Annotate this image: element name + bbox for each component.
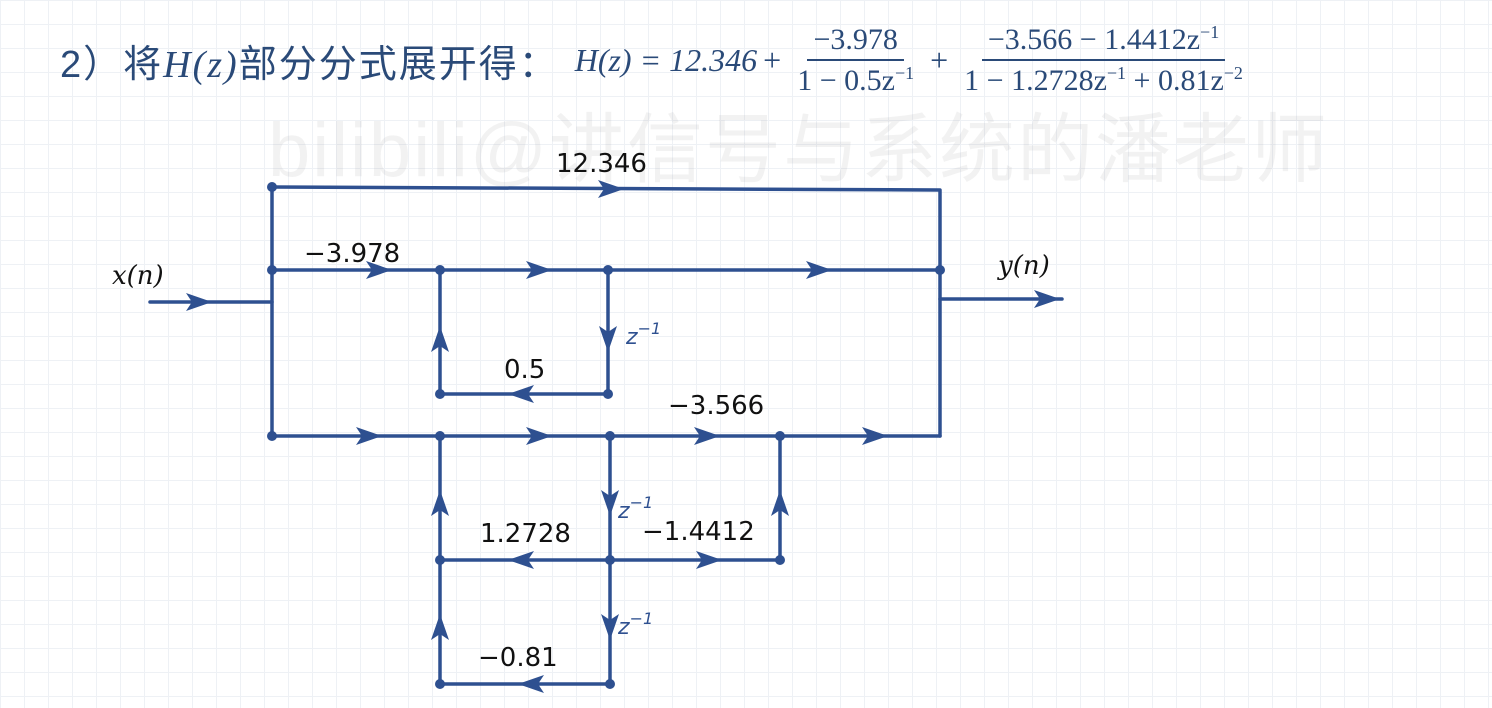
arrow-output [1034, 290, 1060, 308]
node [605, 431, 615, 441]
arrow-up-b1 [771, 490, 789, 516]
plus-sign: + [763, 41, 782, 78]
delay-label-2: z−1 [617, 493, 653, 524]
node [605, 679, 615, 689]
node [935, 265, 945, 275]
arrow-feedback-05 [508, 385, 534, 403]
watermark: bilibili@讲信号与系统的潘老师 [268, 108, 1329, 193]
output-label: y(n) [997, 251, 1050, 281]
arrow-direct [598, 180, 624, 198]
arrow-path2-b [526, 427, 552, 445]
input-label: x(n) [112, 261, 164, 291]
lead-text: 2）将 [60, 43, 164, 86]
node [435, 389, 445, 399]
wire-direct-path [270, 185, 942, 438]
gain-b1-label: −3.978 [304, 239, 400, 269]
arrow-up-path1 [431, 326, 449, 352]
term1-denominator: 1 − 0.5z−1 [797, 62, 915, 97]
gain-a2-2-label: −0.81 [478, 643, 558, 673]
delay-label-1: z−1 [625, 319, 661, 350]
equation: H(z) = 12.346 [575, 42, 757, 79]
delay-label-3: z−1 [617, 609, 653, 640]
arrow-path1-a [366, 261, 392, 279]
fraction-term2: −3.566 − 1.4412z−1 1 − 1.2728z−1 + 0.81z… [958, 22, 1249, 98]
gain-direct-label: 12.346 [556, 149, 647, 179]
node [267, 182, 277, 192]
arrow-path1-c [806, 261, 832, 279]
node [435, 555, 445, 565]
arrow-input [186, 293, 212, 311]
plus-sign: + [930, 41, 949, 78]
header-lead: 2）将H(z)部分分式展开得： [60, 33, 559, 88]
node [603, 389, 613, 399]
arrow-path2-a [356, 427, 382, 445]
term2-numerator: −3.566 − 1.4412z−1 [981, 22, 1226, 61]
gain-a1-label: 0.5 [504, 355, 545, 385]
arrow-path2-d [862, 427, 888, 445]
node [435, 431, 445, 441]
arrow-path1-b [526, 261, 552, 279]
arrow-path2-c [694, 427, 720, 445]
arrow-feedback-12728 [508, 551, 534, 569]
gain-a2-1-label: 1.2728 [480, 519, 571, 549]
header-equation: 2）将H(z)部分分式展开得： H(z) = 12.346 + −3.978 1… [60, 22, 1253, 98]
lead-hz: H(z) [163, 43, 239, 86]
node [775, 431, 785, 441]
arrow-b1-branch [696, 551, 722, 569]
node [605, 555, 615, 565]
arrow-delay-2 [601, 490, 619, 516]
node [267, 431, 277, 441]
arrow-up-bus-2 [431, 614, 449, 640]
term2-denominator: 1 − 1.2728z−1 + 0.81z−2 [964, 63, 1243, 97]
arrow-delay-1 [599, 326, 617, 352]
node [435, 265, 445, 275]
node [435, 679, 445, 689]
arrow-feedback-081 [518, 675, 544, 693]
arrow-delay-3 [601, 614, 619, 640]
arrow-up-bus-1 [431, 490, 449, 516]
gain-b2-1-label: −1.4412 [642, 517, 755, 547]
eq-lhs: H(z) = 12.346 [574, 41, 758, 78]
node [603, 265, 613, 275]
node [267, 265, 277, 275]
fraction-term1: −3.978 1 − 0.5z−1 [791, 23, 920, 98]
lead-tail: 部分分式展开得： [238, 43, 559, 86]
node [775, 555, 785, 565]
gain-b0-label: −3.566 [668, 391, 764, 421]
term1-numerator: −3.978 [807, 23, 904, 61]
